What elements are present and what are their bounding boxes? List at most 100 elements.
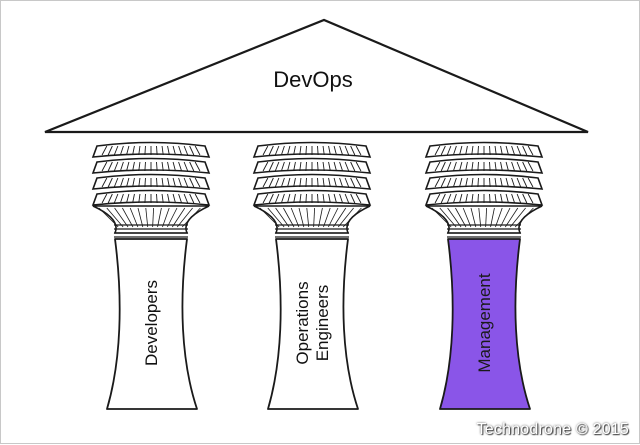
pillar-1: Developers bbox=[91, 141, 211, 410]
pillar-capital-rib bbox=[350, 161, 356, 172]
pillar-capital-rib bbox=[322, 145, 325, 156]
pillar-capital-rib bbox=[317, 161, 319, 172]
pillar-capital-rib bbox=[350, 193, 356, 204]
pillar-capital-rib bbox=[355, 161, 362, 172]
pillar-capital-rib bbox=[465, 145, 468, 156]
pillar-capital-rib bbox=[434, 193, 441, 204]
pillar-capital-rib bbox=[107, 145, 113, 156]
pillar-capital-rib bbox=[189, 145, 195, 156]
pillar-capital-rib bbox=[471, 193, 474, 204]
pillar-capital-rib bbox=[328, 161, 331, 172]
pillar-capital-rib bbox=[505, 193, 509, 204]
pillar-capital-rib bbox=[511, 193, 516, 204]
pillar-capital-rib bbox=[178, 177, 183, 188]
roof-title: DevOps bbox=[273, 67, 352, 92]
pillar-capital-rib bbox=[446, 177, 452, 188]
pillar-capital-rib bbox=[194, 177, 201, 188]
pillar-capital-rib bbox=[333, 177, 337, 188]
pillar-capital-rib bbox=[434, 161, 441, 172]
pillar-capital-band bbox=[91, 141, 211, 158]
pillar-capital-rib bbox=[161, 161, 164, 172]
pillar-neck-rib bbox=[283, 207, 295, 228]
pillar-capital-rib bbox=[268, 161, 274, 172]
pillar-capital-rib bbox=[113, 193, 119, 204]
pillar-capital-rib bbox=[194, 193, 201, 204]
pillar-capital-rib bbox=[144, 177, 146, 188]
pillar-capital-rib bbox=[350, 177, 356, 188]
pillar-capital-rib bbox=[178, 145, 183, 156]
pillar-capital-rib bbox=[113, 177, 119, 188]
pillar-capital-band bbox=[91, 173, 211, 190]
pillar-neck-rib bbox=[259, 207, 280, 228]
pillar-capital-rib bbox=[268, 177, 274, 188]
pillar-label: Management bbox=[475, 273, 494, 373]
pillar-3: Management bbox=[424, 141, 544, 410]
pillar-neck-rib bbox=[478, 207, 482, 228]
pillar-capital-band bbox=[91, 189, 211, 206]
pillar-capital-rib bbox=[119, 193, 124, 204]
pillar-capital-band bbox=[424, 189, 544, 206]
pillar-capital-rib bbox=[293, 161, 296, 172]
pillar-neck-rib bbox=[328, 207, 339, 228]
pillar-capital-rib bbox=[280, 145, 285, 156]
pillar-capital-rib bbox=[293, 145, 296, 156]
pillar-capital-rib bbox=[138, 177, 141, 188]
pillar-capital-rib bbox=[339, 161, 344, 172]
pillar-capital-rib bbox=[156, 161, 158, 172]
pillar-capital-band bbox=[91, 157, 211, 174]
pillar-capital-rib bbox=[516, 145, 522, 156]
pillar-capital-rib bbox=[355, 193, 362, 204]
pillar-capital-band bbox=[252, 173, 372, 190]
pillar-capital-rib bbox=[107, 193, 113, 204]
pillar-capital-rib bbox=[471, 161, 474, 172]
roof: DevOps bbox=[44, 18, 589, 134]
pillar-capital-rib bbox=[339, 145, 344, 156]
pillar-capital-rib bbox=[167, 145, 170, 156]
pillar-capital-rib bbox=[511, 177, 516, 188]
pillar-capital-rib bbox=[522, 145, 528, 156]
pillar-capital-rib bbox=[527, 177, 534, 188]
pillar-capital-rib bbox=[280, 161, 285, 172]
pillar-capital-rib bbox=[280, 193, 285, 204]
pillar-capital-rib bbox=[101, 161, 108, 172]
pillar-capital-rib bbox=[333, 161, 337, 172]
pillar-capital-rib bbox=[500, 145, 503, 156]
pillar-label: Engineers bbox=[313, 285, 332, 362]
pillar-capital-rib bbox=[126, 193, 130, 204]
pillar-capital-rib bbox=[183, 161, 189, 172]
pillar-capital-rib bbox=[161, 145, 164, 156]
pillar-neck-rib bbox=[514, 207, 534, 228]
pillar-neck-rib bbox=[485, 207, 487, 228]
pillar-neck-rib bbox=[447, 207, 462, 228]
pillar-neck-rib bbox=[171, 207, 186, 228]
pillar-capital-rib bbox=[322, 177, 325, 188]
pillar-neck-rib bbox=[267, 207, 285, 228]
pillar-capital-rib bbox=[494, 145, 497, 156]
pillar-capital-rib bbox=[156, 193, 158, 204]
pillar-capital-rib bbox=[167, 193, 170, 204]
pillar-shaft bbox=[267, 238, 359, 410]
pillar-capital-rib bbox=[459, 177, 463, 188]
pillar-capital-band bbox=[252, 157, 372, 174]
pillar-capital-rib bbox=[194, 161, 201, 172]
pillar-capital-rib bbox=[317, 145, 319, 156]
pillar-capital-rib bbox=[511, 145, 516, 156]
pillar-capital-rib bbox=[317, 177, 319, 188]
pillar-capital-rib bbox=[138, 145, 141, 156]
pillar-capital-rib bbox=[189, 193, 195, 204]
pillar-capital-rib bbox=[322, 161, 325, 172]
pillar-capital-rib bbox=[161, 177, 164, 188]
pillar-capital-rib bbox=[172, 161, 176, 172]
pillar-neck-rib bbox=[176, 207, 193, 228]
pillar-capital-rib bbox=[299, 145, 302, 156]
pillar-capital-rib bbox=[471, 177, 474, 188]
watermark: Technodrone © 2015 bbox=[476, 421, 629, 438]
pillar-capital-rib bbox=[126, 145, 130, 156]
pillar-capital-rib bbox=[522, 161, 528, 172]
pillar-capital-rib bbox=[317, 193, 319, 204]
pillar-capital-rib bbox=[305, 177, 307, 188]
pillar-capital-rib bbox=[440, 145, 446, 156]
pillar-capital-rib bbox=[305, 161, 307, 172]
pillar-capital-rib bbox=[183, 177, 189, 188]
